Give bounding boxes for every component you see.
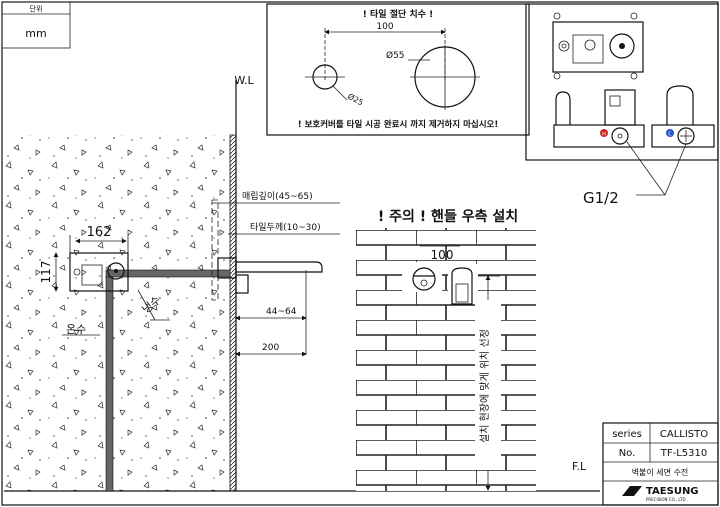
- small-diameter-label: Ø25: [346, 91, 365, 108]
- height-note: 설치 현장에 맞게 위치 선정: [478, 329, 491, 443]
- cold-marker: [666, 129, 674, 137]
- elevation-spacing-dim: 100: [431, 248, 454, 262]
- wall-line-label: W.L: [234, 74, 254, 87]
- brand-name: TAESUNG: [646, 486, 699, 497]
- large-diameter-label: Ø55: [386, 50, 405, 61]
- spout-front: [451, 267, 473, 305]
- valve-box-front: [552, 21, 644, 73]
- spout-side: [235, 261, 323, 273]
- tile-layer: [229, 134, 237, 492]
- tile-cut-panel: ! 타일 절단 치수 ! 100 Ø55 Ø25 ! 보호커버를 타일 시공 완…: [266, 3, 530, 136]
- caution-label: ! 주의 ! 핸들 우측 설치: [378, 208, 518, 225]
- wall-section: W.L F.L 162 117 냉수 온수 매립깊이(45~65) 타일두께(1…: [4, 74, 600, 492]
- cold-mark: C: [668, 132, 672, 138]
- series-value: CALLISTO: [660, 429, 708, 440]
- tile-cut-spacing: 100: [376, 22, 393, 32]
- hot-marker: [600, 129, 608, 137]
- unit-box: 단위 mm: [1, 1, 71, 49]
- handle-front: [412, 267, 436, 291]
- thread-size: G1/2: [583, 189, 619, 207]
- series-label: series: [612, 429, 642, 440]
- brand-logo-icon: [622, 486, 642, 496]
- box-width-dim: 162: [87, 225, 112, 240]
- tile-cut-title: ! 타일 절단 치수 !: [363, 8, 433, 20]
- cold-pipe-vertical: [105, 276, 114, 492]
- handle-side: [235, 274, 249, 294]
- unit-header: 단위: [30, 4, 43, 13]
- embed-outline: [211, 199, 219, 301]
- no-value: TF-L5310: [660, 448, 708, 459]
- embed-depth-label: 매립깊이(45~65): [242, 190, 313, 202]
- box-height-dim: 117: [39, 261, 53, 284]
- tile-thickness-label: 타일두께(10~30): [250, 222, 321, 233]
- hot-mark: H: [602, 132, 606, 138]
- brick-wall: [356, 200, 536, 491]
- front-elevation: ! 주의 ! 핸들 우측 설치 100 설치 현장에 맞게 위치 선정: [350, 200, 550, 491]
- no-label: No.: [619, 448, 636, 459]
- unit-value: mm: [25, 27, 46, 40]
- spout-reach-dim: 44~64: [266, 307, 297, 317]
- total-depth-dim: 200: [262, 343, 279, 353]
- cover-warning: ! 보호커버를 타일 시공 완료시 까지 제거하지 마십시오!: [298, 119, 499, 130]
- floor-line-label: F.L: [572, 460, 587, 473]
- embedded-valve-box: [69, 252, 129, 292]
- connection-detail: H C G1/2: [525, 3, 719, 207]
- brand-subtitle: PRECISION CO., LTD: [646, 497, 686, 502]
- cold-pipe-horizontal: [105, 269, 231, 278]
- concrete-fill: [4, 135, 230, 491]
- title-block: series CALLISTO No. TF-L5310 벽붙이 세면 수전 T…: [602, 422, 719, 506]
- hot-water-label: 온수: [66, 323, 86, 336]
- product-name: 벽붙이 세면 수전: [632, 467, 689, 477]
